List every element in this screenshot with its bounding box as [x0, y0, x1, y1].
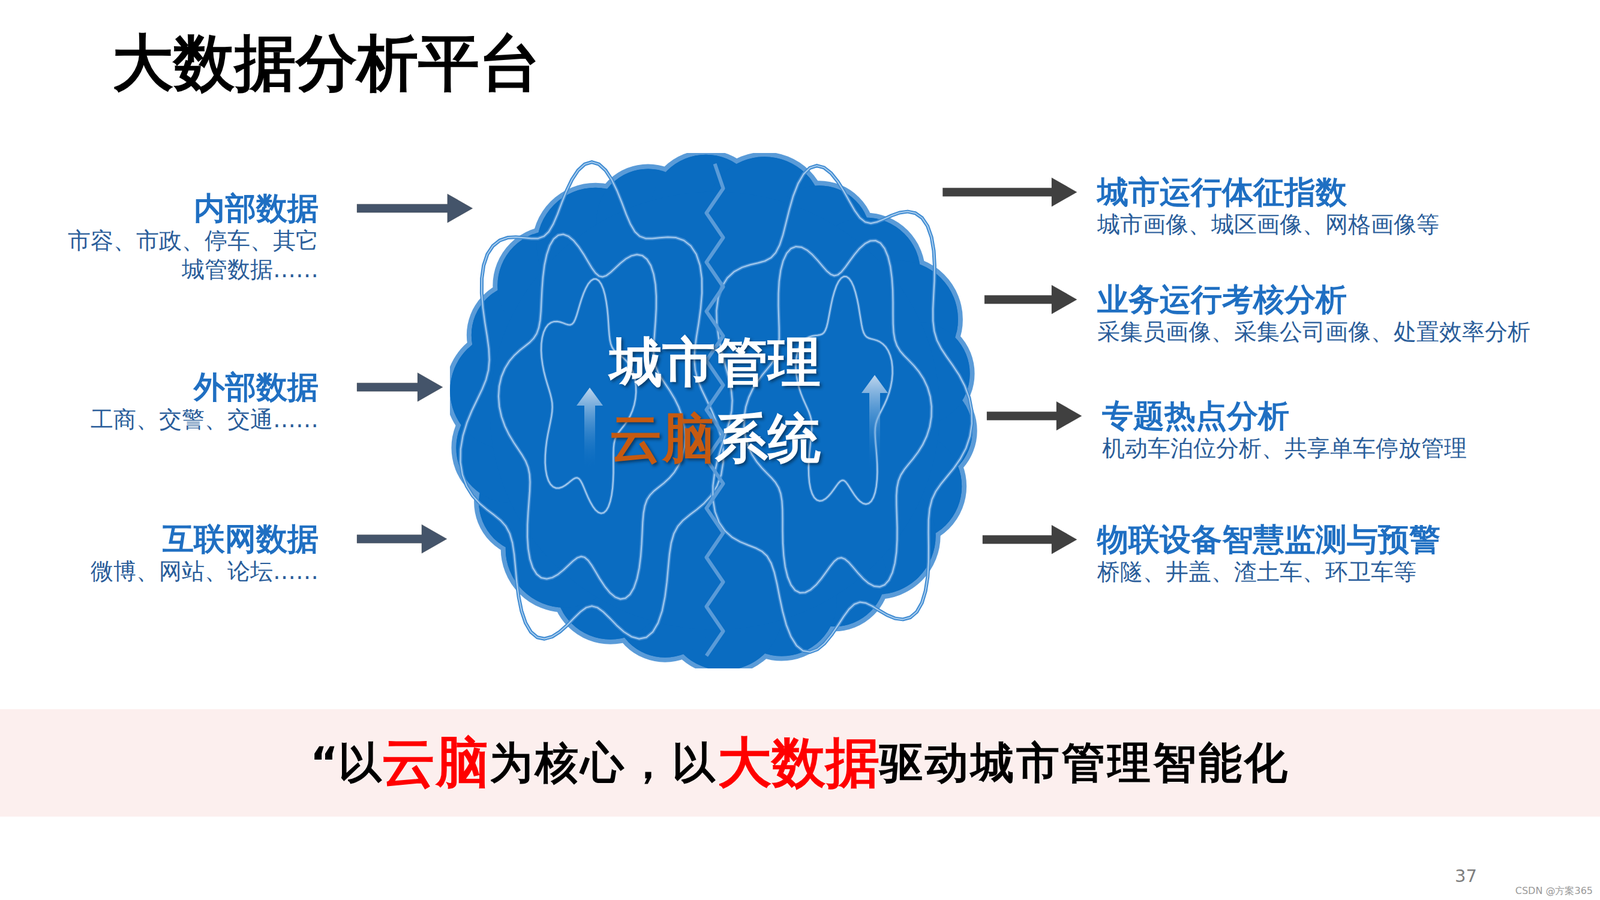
- group-body: 市容、市政、停车、其它 城管数据……: [59, 226, 319, 284]
- group-body: 工商、交警、交通……: [90, 405, 319, 435]
- group-body: 微博、网站、论坛……: [90, 557, 319, 587]
- output-group: 物联设备智慧监测与预警桥隧、井盖、渣土车、环卫车等: [1097, 520, 1441, 587]
- brain-fold: [541, 278, 636, 513]
- brain-fold: [712, 165, 972, 653]
- output-group: 城市运行体征指数城市画像、城区画像、网格画像等: [1097, 173, 1440, 240]
- source-group: 外部数据工商、交警、交通……: [90, 368, 319, 435]
- brain-label: 系统: [715, 407, 821, 470]
- up-arrow: [861, 374, 888, 470]
- group-body: 城市画像、城区画像、网格画像等: [1097, 210, 1440, 240]
- brain-highlight: 云脑: [609, 407, 716, 470]
- output-group: 业务运行考核分析采集员画像、采集公司画像、处置效率分析: [1097, 280, 1531, 347]
- group-body: 机动车泊位分析、共享单车停放管理: [1102, 434, 1467, 464]
- group-heading: 业务运行考核分析: [1097, 280, 1531, 318]
- page-number: 37: [1454, 865, 1478, 887]
- brain-cloud: 城市管理云脑系统: [449, 152, 980, 669]
- flow-arrow: [356, 524, 447, 554]
- output-group: 专题热点分析机动车泊位分析、共享单车停放管理: [1102, 397, 1467, 464]
- brain-fold: [460, 161, 724, 639]
- group-heading: 内部数据: [59, 189, 319, 227]
- slogan-part: “以: [310, 734, 382, 792]
- brain-line: 城市管理: [449, 323, 980, 401]
- brain-fold: [541, 278, 636, 513]
- slogan-row: “以云脑为核心，以大数据驱动城市管理智能化: [0, 709, 1600, 817]
- up-arrow: [576, 387, 603, 470]
- group-body: 桥隧、井盖、渣土车、环卫车等: [1097, 557, 1441, 587]
- bottom-band: “以云脑为核心，以大数据驱动城市管理智能化: [0, 709, 1600, 817]
- source-group: 内部数据市容、市政、停车、其它 城管数据……: [59, 189, 319, 284]
- source-group: 互联网数据微博、网站、论坛……: [90, 520, 319, 587]
- flow-arrow: [356, 193, 473, 223]
- flow-arrow: [982, 524, 1077, 554]
- group-heading: 城市运行体征指数: [1097, 173, 1440, 211]
- flow-arrow: [984, 284, 1077, 314]
- brain-label: 城市管理: [609, 331, 821, 393]
- flow-arrow: [986, 401, 1082, 431]
- brain-fold: [460, 161, 724, 639]
- group-heading: 物联设备智慧监测与预警: [1097, 520, 1441, 558]
- group-body: 采集员画像、采集公司画像、处置效率分析: [1097, 317, 1531, 347]
- flow-arrow: [356, 372, 443, 402]
- brain-text: 城市管理云脑系统: [449, 323, 980, 477]
- group-heading: 外部数据: [90, 368, 319, 406]
- group-heading: 互联网数据: [90, 520, 319, 558]
- slogan-part: 云脑: [381, 726, 490, 800]
- slogan-part: 大数据: [717, 726, 880, 800]
- brain-core: [490, 191, 941, 630]
- flow-arrow: [942, 177, 1077, 207]
- page-title: 大数据分析平台: [112, 26, 541, 100]
- slogan-part: 为核心，以: [489, 734, 718, 792]
- group-heading: 专题热点分析: [1102, 397, 1467, 435]
- brain-line: 云脑系统: [449, 400, 980, 477]
- slogan-part: 驱动城市管理智能化: [879, 734, 1290, 792]
- brain-fold: [712, 165, 972, 653]
- watermark: CSDN @方案365: [1515, 884, 1593, 898]
